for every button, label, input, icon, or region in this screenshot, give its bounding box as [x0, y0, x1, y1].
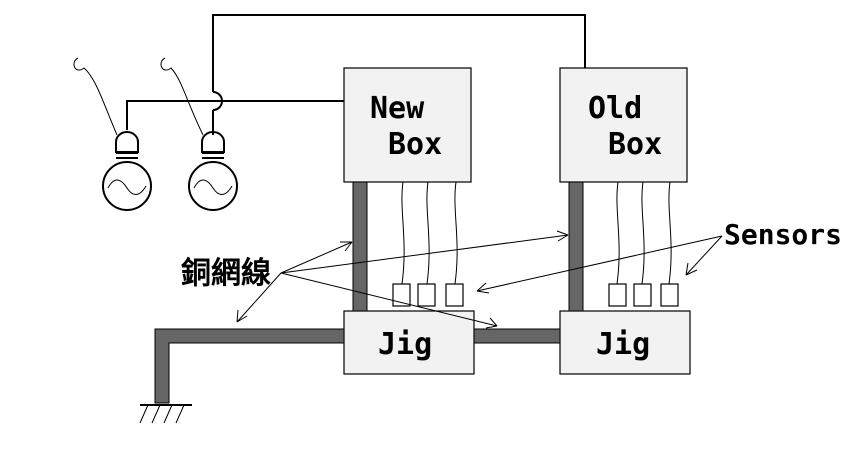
jig-right-label: Jig	[596, 327, 650, 362]
braid-ground	[154, 328, 345, 404]
sensor-old-2	[633, 283, 652, 307]
jig-left: Jig	[343, 310, 475, 375]
power-wiring	[126, 14, 586, 135]
sensor-wires-old	[616, 181, 672, 285]
sensors-label: Sensors	[724, 218, 842, 251]
sensors-arrows	[476, 235, 723, 294]
braid-newbox-jig	[352, 181, 368, 312]
copper-braid-label: 銅網線	[181, 256, 271, 291]
jig-left-label: Jig	[378, 327, 432, 362]
sensor-new-1	[392, 283, 411, 307]
lamp-left	[73, 57, 152, 211]
sensor-old-1	[608, 283, 627, 307]
old-box: Old Box	[559, 67, 688, 183]
ground-symbol	[139, 404, 192, 424]
jig-right: Jig	[559, 310, 691, 375]
sensor-wires-new	[401, 181, 458, 285]
old-box-label-line2: Box	[608, 127, 662, 162]
sensors-old	[608, 283, 679, 307]
sensor-old-3	[660, 283, 679, 307]
sensors-annotation: Sensors	[476, 218, 842, 294]
new-box-label-line1: New	[370, 91, 425, 126]
lamp-right	[160, 57, 238, 211]
new-box-label-line2: Box	[388, 127, 442, 162]
sensors-new	[392, 283, 464, 307]
braid-jig-jig	[473, 328, 561, 344]
copper-braid-arrows	[236, 230, 569, 329]
new-box: New Box	[343, 67, 472, 183]
copper-braid-annotation: 銅網線	[181, 230, 569, 329]
sensor-new-3	[445, 283, 464, 307]
sensor-new-2	[417, 283, 436, 307]
old-box-label-line1: Old	[588, 91, 642, 126]
copper-braids	[154, 181, 584, 404]
braid-oldbox-jig	[568, 181, 584, 312]
